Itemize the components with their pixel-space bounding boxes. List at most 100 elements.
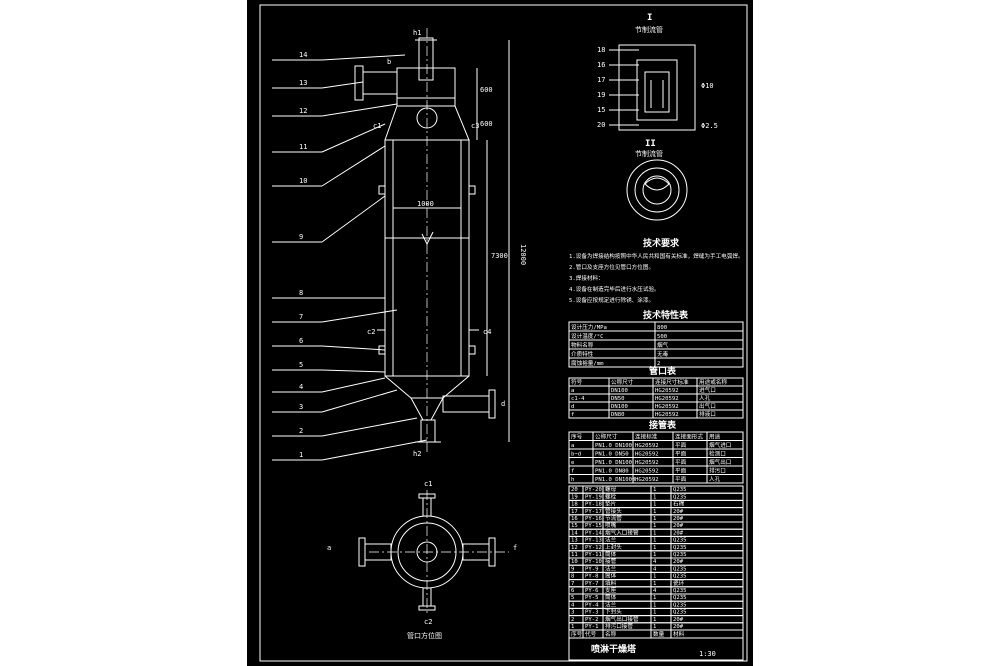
dim-600b: 600 <box>480 120 493 128</box>
table-cell: b~d <box>571 452 581 458</box>
table-cell: 20# <box>673 530 684 536</box>
table-cell: 1 <box>653 624 656 630</box>
table-header-cell: 连接尺寸标准 <box>655 378 689 386</box>
table-header-cell: 连接面形式 <box>675 433 703 441</box>
bottom-cone <box>384 375 470 399</box>
table-cell: HG20592 <box>635 443 659 449</box>
label-c3: c3 <box>471 122 479 130</box>
table-cell: HG20592 <box>635 452 659 458</box>
table-cell: PN1.0 DN80 <box>595 469 629 475</box>
table-cell: 20 <box>571 487 578 493</box>
title-block-scale: 1:30 <box>699 650 716 658</box>
plan-label-a: a <box>327 544 331 552</box>
table-cell: Q235 <box>673 588 686 594</box>
table-cell: 检测口 <box>709 450 726 458</box>
table-cell: 17 <box>571 509 578 515</box>
table-cell: 1 <box>653 595 656 601</box>
table-cell: 烟气入口接管 <box>605 528 639 536</box>
leader-number-8: 8 <box>299 289 303 297</box>
table-cell: HG20592 <box>635 469 659 475</box>
table-cell: 10 <box>571 559 578 565</box>
detail-I-part-18: 18 <box>597 46 605 54</box>
table-cell: Q235 <box>673 545 686 551</box>
table-cell: 4 <box>653 566 657 572</box>
detail-I-part-15: 15 <box>597 106 605 114</box>
label-h1: h1 <box>413 29 421 37</box>
detail-I-part-20: 20 <box>597 121 605 129</box>
table-cell: Q235 <box>673 595 686 601</box>
table-cell: 4 <box>571 602 575 608</box>
table-header-cell: 用途或名称 <box>699 378 727 386</box>
table-cell: 出气口 <box>699 402 716 410</box>
table-cell: PY-7 <box>585 581 598 587</box>
table-header-cell: 序号 <box>571 433 583 441</box>
table-cell: 1 <box>653 530 656 536</box>
cad-drawing: h1 b c1 c3 c2 c4 h2 d 12000 7300 600 600… <box>259 4 748 662</box>
table-header-cell: 公称尺寸 <box>595 433 618 441</box>
nozzle-table-title: 管口表 <box>649 365 677 377</box>
table-cell: 烟气进口 <box>709 441 731 449</box>
parts-list-header: 序号代号名称数量材料 <box>568 629 744 639</box>
shell <box>384 139 470 377</box>
table-cell: 2 <box>571 617 574 623</box>
technical-notes: 技术要求1.设备为焊接结构按照中华人民共和国有关标准，焊缝为手工电弧焊。2.管口… <box>569 237 744 304</box>
table-cell: 1 <box>653 581 656 587</box>
detail-I-dim-0: Φ10 <box>701 82 714 90</box>
detail-I-part-17: 17 <box>597 76 605 84</box>
table-cell: 4 <box>653 588 657 594</box>
leader-number-1: 1 <box>299 451 303 459</box>
table-cell: 8 <box>571 574 575 580</box>
table-cell: 排污口接管 <box>605 622 633 630</box>
table-cell: 1 <box>653 545 656 551</box>
table-cell: 14 <box>571 530 578 536</box>
table-cell: PY-4 <box>585 602 599 608</box>
table-cell: PY-19 <box>585 494 602 500</box>
table-cell: 筒体 <box>605 550 617 558</box>
table-cell: PY-16 <box>585 516 602 522</box>
table-cell: PY-1 <box>585 624 598 630</box>
leader-number-14: 14 <box>299 51 307 59</box>
table-cell: 1 <box>653 494 656 500</box>
leader-number-12: 12 <box>299 107 307 115</box>
top-nozzle <box>418 37 434 81</box>
table-cell: PN1.0 DN100 <box>595 443 632 449</box>
table-cell: DN100 <box>611 388 628 394</box>
detail-I-part-16: 16 <box>597 61 605 69</box>
table-cell: 设计温度/°C <box>571 332 603 340</box>
table-header-cell: 用途 <box>709 433 721 441</box>
tech-table-title: 技术特性表 <box>643 309 689 321</box>
table-cell: 5 <box>571 595 574 601</box>
table-cell: Q235 <box>673 494 686 500</box>
table-cell: Q235 <box>673 538 686 544</box>
table-cell: 平面 <box>675 442 687 449</box>
table-header-cell: 符号 <box>571 378 583 386</box>
table-cell: PY-20 <box>585 487 602 493</box>
table-header-cell: 序号 <box>571 630 583 638</box>
label-b: b <box>387 58 391 66</box>
table-cell: PY-13 <box>585 538 602 544</box>
leader-number-13: 13 <box>299 79 307 87</box>
table-cell: HG20592 <box>655 412 679 418</box>
dim-diameter: 1000 <box>417 200 434 208</box>
table-cell: Q235 <box>673 487 686 493</box>
table-cell: DN80 <box>611 412 624 418</box>
table-cell: 人孔 <box>699 394 711 402</box>
plan-label-f: f <box>513 544 517 552</box>
table-cell: 9 <box>571 566 574 572</box>
table-cell: PY-8 <box>585 574 599 580</box>
plan-view: c1 a f c2 管口方位图 <box>327 480 517 640</box>
leader-number-11: 11 <box>299 143 307 151</box>
table-cell: DN100 <box>611 404 628 410</box>
table-cell: 1 <box>653 523 656 529</box>
table-cell: a <box>571 388 574 394</box>
table-cell: 6 <box>571 588 574 594</box>
note-line: 2.管口及支座方位见管口方位图。 <box>569 263 654 271</box>
table-cell: 1 <box>653 509 656 515</box>
table-cell: 筒体 <box>605 593 617 601</box>
table-cell: 管接头 <box>605 507 622 515</box>
plan-label-c1: c1 <box>424 480 432 488</box>
table-cell: 3 <box>571 610 574 616</box>
detail-I-caption: 节制流管 <box>635 25 663 34</box>
table-cell: 排液口 <box>699 410 716 418</box>
